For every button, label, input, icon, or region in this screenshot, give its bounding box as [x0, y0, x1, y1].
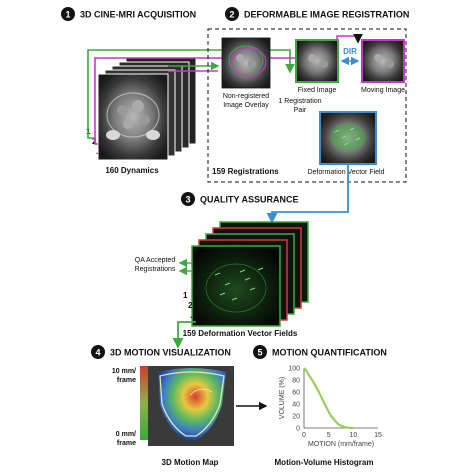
overlay-image — [221, 37, 271, 89]
histogram-x-tick: 0 — [302, 432, 306, 439]
step-1-heading: 1 3D CINE-MRI ACQUISITION — [61, 7, 196, 21]
step-4-title: 3D MOTION VISUALIZATION — [110, 348, 231, 358]
histogram-y-tick: 80 — [292, 378, 300, 385]
step-5-title: MOTION QUANTIFICATION — [272, 348, 387, 358]
qa-number-1: 1 — [183, 291, 188, 300]
step-2-title: DEFORMABLE IMAGE REGISTRATION — [244, 10, 409, 20]
moving-image — [361, 39, 405, 83]
colorbar-top-label-2: frame — [117, 377, 136, 384]
histogram-x-tick: 5 — [327, 432, 331, 439]
dvf-label: Deformation Vector Field — [307, 169, 384, 176]
fixed-image-label: Fixed Image — [298, 87, 337, 94]
qa-number-2: 2 — [188, 301, 193, 310]
step-5-number: 5 — [257, 348, 262, 358]
qa-accepted-label-1: QA Accepted — [135, 257, 176, 264]
histogram-x-tick: 10 — [349, 432, 357, 439]
colorbar-bottom-label-1: 0 mm/ — [116, 431, 136, 438]
histogram-y-tick: 100 — [288, 366, 300, 373]
motion-map-caption: 3D Motion Map — [162, 458, 219, 467]
step-5-heading: 5 MOTION QUANTIFICATION — [253, 345, 387, 359]
histogram-x-label: MOTION (mm/frame) — [308, 441, 374, 448]
step-2-badge — [225, 7, 239, 21]
step-5-badge — [253, 345, 267, 359]
step-1-number: 1 — [65, 10, 70, 20]
qa-to-map-arrow — [172, 321, 196, 349]
step-4-number: 4 — [95, 348, 100, 358]
step-3-number: 3 — [185, 195, 190, 205]
colorbar-bottom-label-2: frame — [117, 440, 136, 447]
pair-label-1: 1 Registration — [278, 98, 321, 105]
histogram-y-tick: 0 — [296, 426, 300, 433]
dynamics-caption: 160 Dynamics — [105, 166, 159, 175]
overlay-label-2: Image Overlay — [223, 102, 269, 109]
step-1-title: 3D CINE-MRI ACQUISITION — [80, 10, 196, 20]
dir-label: DIR — [343, 47, 357, 56]
moving-image-label: Moving Image — [361, 87, 405, 94]
dvf-frame-front — [191, 245, 281, 327]
histogram-x-tick: 15 — [374, 432, 382, 439]
qa-accepted-label-2: Registrations — [135, 266, 176, 273]
motion-map-image — [148, 366, 234, 446]
fixed-image — [295, 39, 339, 83]
step-2-number: 2 — [229, 10, 234, 20]
histogram-y-tick: 60 — [292, 390, 300, 397]
mri-frame-front — [97, 73, 169, 161]
registrations-caption: 159 Registrations — [212, 167, 279, 176]
motion-colorbar — [140, 366, 148, 440]
step-1-badge — [61, 7, 75, 21]
histogram-caption: Motion-Volume Histogram — [275, 458, 374, 467]
colorbar-top-label-1: 10 mm/ — [112, 368, 136, 375]
step-4-heading: 4 3D MOTION VISUALIZATION — [91, 345, 231, 359]
pair-label-2: Pair — [294, 107, 307, 114]
step-2-heading: 2 DEFORMABLE IMAGE REGISTRATION — [225, 7, 409, 21]
mri-stack — [97, 57, 197, 161]
histogram-y-tick: 40 — [292, 402, 300, 409]
dvf-image — [319, 111, 377, 165]
qa-number-ellipsis: ... — [190, 311, 197, 320]
step-4-badge — [91, 345, 105, 359]
dvf-to-qa-arrow — [266, 164, 349, 224]
overlay-label-1: Non-registered — [223, 93, 269, 100]
step-3-title: QUALITY ASSURANCE — [200, 195, 299, 205]
motion-volume-histogram: 0 5 10 15 0 20 40 60 80 100 MOTION (mm/frame) VO… — [279, 366, 382, 449]
histogram-y-tick: 20 — [292, 414, 300, 421]
dynamic-number-ellipsis: ... — [96, 147, 103, 156]
dvf-stack — [191, 221, 309, 327]
histogram-curve — [303, 367, 354, 430]
step-3-heading: 3 QUALITY ASSURANCE — [181, 192, 299, 206]
histogram-y-label: VOLUME (%) — [279, 377, 286, 419]
registration-panel — [207, 28, 407, 183]
step-3-badge — [181, 192, 195, 206]
dvf-caption: 159 Deformation Vector Fields — [183, 329, 298, 338]
